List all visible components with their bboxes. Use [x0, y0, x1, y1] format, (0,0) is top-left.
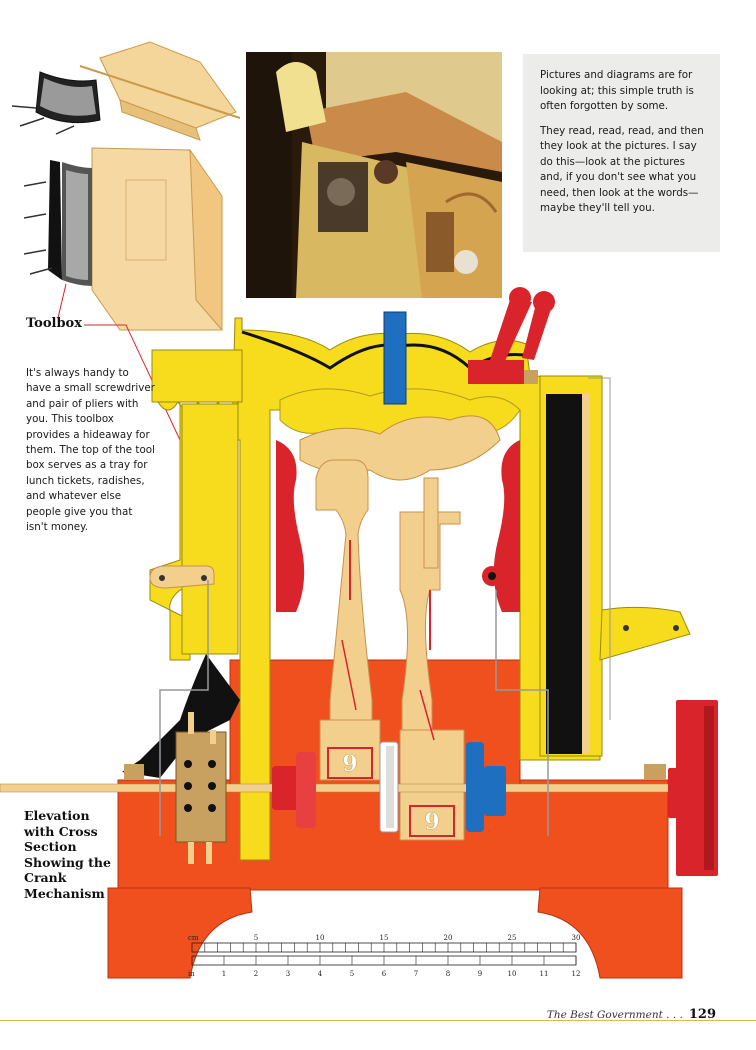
ruler-cm-tick-label: 15 — [380, 934, 389, 942]
callout-box: Pictures and diagrams are for looking at… — [523, 54, 720, 252]
medallion-frame-2 — [409, 805, 455, 837]
ruler-in-tick-label: 8 — [446, 970, 450, 978]
organ-elevation-drawing — [0, 287, 718, 979]
ruler-cm-tick-label: 5 — [254, 934, 258, 942]
ruler-cm-label: cm — [188, 934, 199, 942]
ruler-in-tick-label: 1 — [222, 970, 226, 978]
toolbox-description: It's always handy to have a small screwd… — [26, 367, 155, 534]
toolbox-title: Toolbox — [26, 316, 82, 331]
callout-paragraph-2: They read, read, read, and then they loo… — [540, 124, 704, 215]
callout-paragraph-1: Pictures and diagrams are for looking at… — [540, 69, 694, 112]
page-number: 129 — [688, 1007, 716, 1022]
footer-rule — [0, 1020, 756, 1021]
crankshaft — [0, 783, 691, 793]
running-footer-section: The Best Government . . . — [546, 1009, 683, 1021]
medallion-frame-1 — [327, 747, 373, 779]
page-footer: The Best Government . . . 129 — [0, 1003, 716, 1022]
right-foot — [537, 887, 683, 979]
ruler-in-tick-label: 7 — [414, 970, 418, 978]
ruler-cm-tick-label: 30 — [572, 934, 581, 942]
toolbox-lid-drawing — [11, 41, 241, 141]
ruler-cm-tick-label: 25 — [508, 934, 517, 942]
ruler-in-tick-label: 4 — [318, 970, 323, 978]
ruler-in-tick-label: 9 — [478, 970, 482, 978]
ruler-in-tick-label: 11 — [540, 970, 549, 978]
elevation-title: Elevation with Cross Section Showing the… — [24, 808, 111, 901]
ruler-in-tick-label: 10 — [508, 970, 517, 978]
ruler-in-tick-label: 5 — [350, 970, 354, 978]
ruler-in-label: in — [188, 970, 195, 978]
toolbox-body-drawing — [23, 147, 223, 332]
ruler-in-tick-label: 12 — [572, 970, 581, 978]
left-foot — [107, 887, 253, 979]
ruler-cm-ticks: 5 10 15 20 25 30 — [254, 934, 581, 942]
ruler-in-tick-label: 6 — [382, 970, 387, 978]
ruler-cm-tick-label: 20 — [444, 934, 453, 942]
toolbox-photo — [246, 52, 502, 298]
ruler-in-tick-label: 3 — [286, 970, 290, 978]
ruler-in-tick-label: 2 — [254, 970, 258, 978]
ruler-cm-tick-label: 10 — [316, 934, 325, 942]
